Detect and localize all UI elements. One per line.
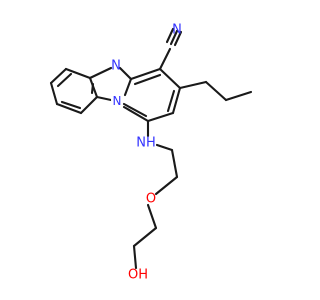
ring-nitrogen-bridge-label: N	[113, 94, 122, 108]
molecule-structure: N N N NH O OH	[49, 23, 253, 283]
bond	[204, 80, 228, 102]
bond	[56, 72, 73, 88]
bond	[49, 81, 59, 106]
ring-nitrogen-top-label: N	[111, 59, 121, 74]
bond	[173, 30, 183, 47]
bond	[166, 89, 176, 113]
bond	[95, 95, 113, 102]
bond-layer	[49, 27, 253, 270]
bond	[118, 66, 133, 81]
bond	[224, 90, 253, 102]
hydroxyl-label: OH	[128, 268, 148, 283]
bond	[146, 111, 175, 123]
atom-label-layer: N N N NH O OH	[111, 23, 182, 283]
bond	[155, 143, 174, 152]
bond	[64, 67, 92, 80]
bond	[158, 47, 172, 71]
bond	[90, 82, 95, 95]
bond	[88, 66, 113, 80]
bond	[129, 67, 162, 81]
bond	[165, 27, 175, 44]
bond	[132, 226, 158, 248]
bond	[171, 86, 182, 115]
bond	[154, 175, 179, 196]
bond	[122, 102, 148, 118]
nitrile-nitrogen-label: N	[172, 23, 182, 38]
bond	[123, 77, 133, 97]
bond	[55, 102, 83, 115]
bond	[49, 67, 68, 85]
bond	[122, 105, 150, 123]
ether-oxygen-label: O	[146, 192, 156, 207]
bond	[133, 73, 162, 86]
bridge-nitrogen-background	[111, 94, 123, 106]
amine-nh-label: NH	[136, 136, 156, 151]
bond	[178, 80, 208, 90]
bond	[60, 100, 82, 110]
bond	[146, 203, 158, 230]
bond	[132, 244, 138, 270]
bond	[169, 29, 179, 46]
bond	[79, 95, 99, 115]
bond	[158, 67, 182, 90]
bond	[170, 148, 179, 179]
